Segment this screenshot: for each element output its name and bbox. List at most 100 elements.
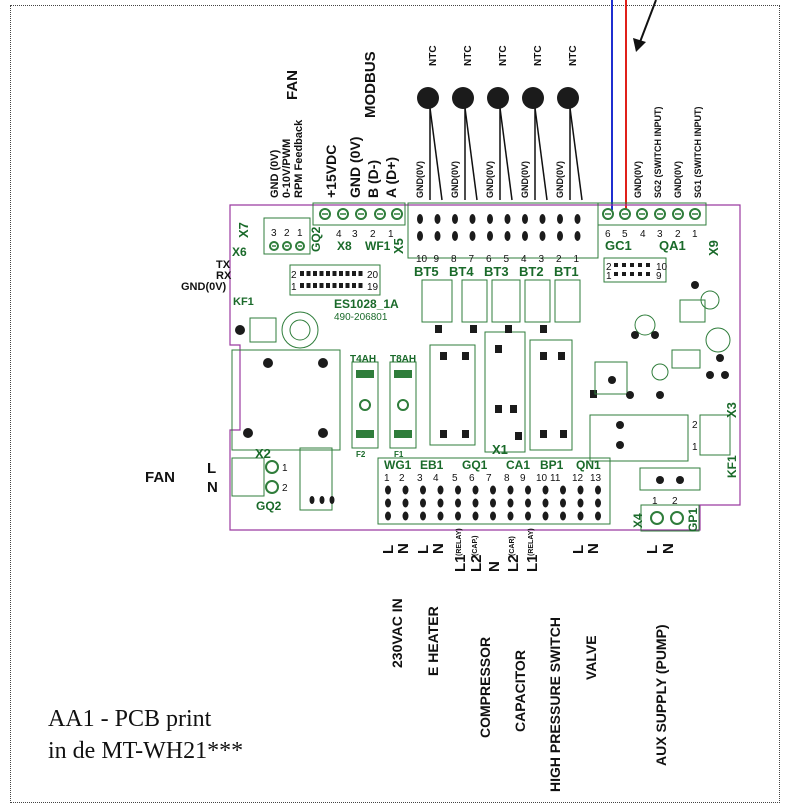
x4-pin: 2 — [672, 496, 678, 507]
pad — [540, 325, 547, 333]
header-pad — [487, 231, 493, 241]
v15-label: +15VDC — [323, 145, 339, 198]
header-pin — [358, 283, 363, 288]
ntc-lead — [534, 107, 548, 201]
group-label: EB1 — [420, 458, 444, 472]
rx-label: RX — [216, 270, 232, 282]
header-pin — [345, 283, 350, 288]
group-pin: 5 — [452, 473, 458, 484]
relay-note: (RELAY) — [456, 528, 463, 556]
ntc-sensors — [417, 87, 583, 201]
x8-label: X8 — [337, 239, 352, 253]
bt-pin: 7 — [469, 254, 475, 265]
group-pin: 10 — [536, 473, 548, 484]
x2-connector — [231, 457, 265, 497]
modbus-pin-gnd: GND (0V) — [347, 137, 363, 198]
ntc-lead — [499, 107, 513, 201]
bt-label: BT4 — [449, 264, 474, 279]
header-pad — [452, 214, 458, 224]
caption: AA1 - PCB print in de MT-WH21*** — [48, 703, 243, 767]
terminal-pad — [455, 498, 461, 508]
header-pad — [574, 214, 581, 224]
bt-pin: 10 — [416, 254, 428, 265]
ntc-label: NTC — [568, 45, 579, 66]
right-pin-gnd1: GND(0V) — [633, 161, 643, 198]
ntc-lead — [429, 107, 443, 201]
terminal-pad — [385, 498, 391, 508]
bt-pin: 9 — [434, 254, 440, 265]
terminal-pad — [455, 485, 461, 495]
group-pin: 12 — [572, 473, 584, 484]
header-pin — [352, 271, 356, 276]
n-label: N — [207, 479, 218, 496]
kf1-right-label: KF1 — [725, 455, 739, 478]
bt-label: BT2 — [519, 264, 544, 279]
caption-line-2: in de MT-WH21*** — [48, 738, 244, 764]
bottom-text: E HEATER — [425, 606, 441, 676]
header-pad — [539, 214, 546, 224]
fuse-f2 — [351, 361, 379, 449]
bt-pin: 4 — [521, 254, 527, 265]
f1-label: F1 — [394, 450, 404, 459]
l-label: L — [207, 460, 216, 477]
terminal-pad — [560, 498, 566, 508]
x8-pin: 2 — [370, 229, 376, 240]
header-pin — [300, 271, 304, 276]
arrow-head — [633, 38, 646, 52]
modbus-pin-a: A (D+) — [383, 157, 399, 198]
gc-pin: 6 — [605, 229, 611, 240]
es-number: 490-206801 — [334, 312, 388, 323]
x6-label: X6 — [232, 245, 247, 259]
header-num: 19 — [367, 282, 379, 293]
gc-pin: 2 — [675, 229, 681, 240]
header-pin — [630, 263, 634, 267]
modbus-pin-b: B (D-) — [365, 160, 381, 198]
terminal-pad — [402, 485, 409, 495]
bottom-l2: L2 — [505, 554, 522, 572]
header-pad — [469, 231, 476, 241]
ntc-lead — [569, 107, 583, 201]
group-label: CA1 — [506, 458, 530, 472]
right-pin-gnd2: GND(0V) — [673, 161, 683, 198]
gc-pin: 5 — [622, 229, 628, 240]
relay-small — [421, 279, 453, 323]
header-num: 20 — [367, 270, 379, 281]
relay-small — [491, 279, 521, 323]
bottom-n: N — [660, 543, 677, 554]
header-pad — [504, 214, 511, 224]
header-pin — [339, 283, 343, 288]
pad — [510, 405, 517, 413]
ntc-lead — [464, 107, 478, 201]
bottom-text: 230VAC IN — [389, 598, 405, 668]
ntc-bulb — [522, 87, 544, 109]
qa1-label: QA1 — [659, 238, 686, 253]
x7-label: X7 — [236, 222, 251, 238]
bt-label: BT5 — [414, 264, 439, 279]
diagram-frame — [10, 5, 780, 803]
pad — [470, 325, 477, 333]
bottom-l1: L1 — [452, 554, 469, 572]
pad — [656, 391, 664, 399]
right-pin-sg1: SG1 (SWITCH INPUT) — [693, 106, 703, 198]
terminal-pad — [595, 485, 601, 495]
group-pin: 13 — [590, 473, 602, 484]
bt-label: BT1 — [554, 264, 579, 279]
pad — [440, 352, 447, 360]
header-num: 1 — [291, 282, 297, 293]
x5-label: X5 — [391, 238, 406, 254]
fan-pin-rpm: RPM Feedback — [293, 119, 305, 198]
ntc-gnd-label: GND(0V) — [555, 161, 565, 198]
bt-pin: 8 — [451, 254, 457, 265]
terminal-pad — [385, 511, 391, 521]
bottom-l: L — [415, 545, 432, 554]
x7-pin: 3 — [271, 228, 277, 239]
x8-connector — [312, 202, 406, 226]
x3-pin: 2 — [692, 420, 698, 431]
header-num: 2 — [606, 262, 612, 273]
terminal-pad — [560, 485, 566, 495]
t4ah-label: T4AH — [350, 354, 376, 365]
car-note: (CAR) — [509, 536, 516, 556]
terminal-pad — [420, 498, 426, 508]
pad — [616, 441, 624, 449]
